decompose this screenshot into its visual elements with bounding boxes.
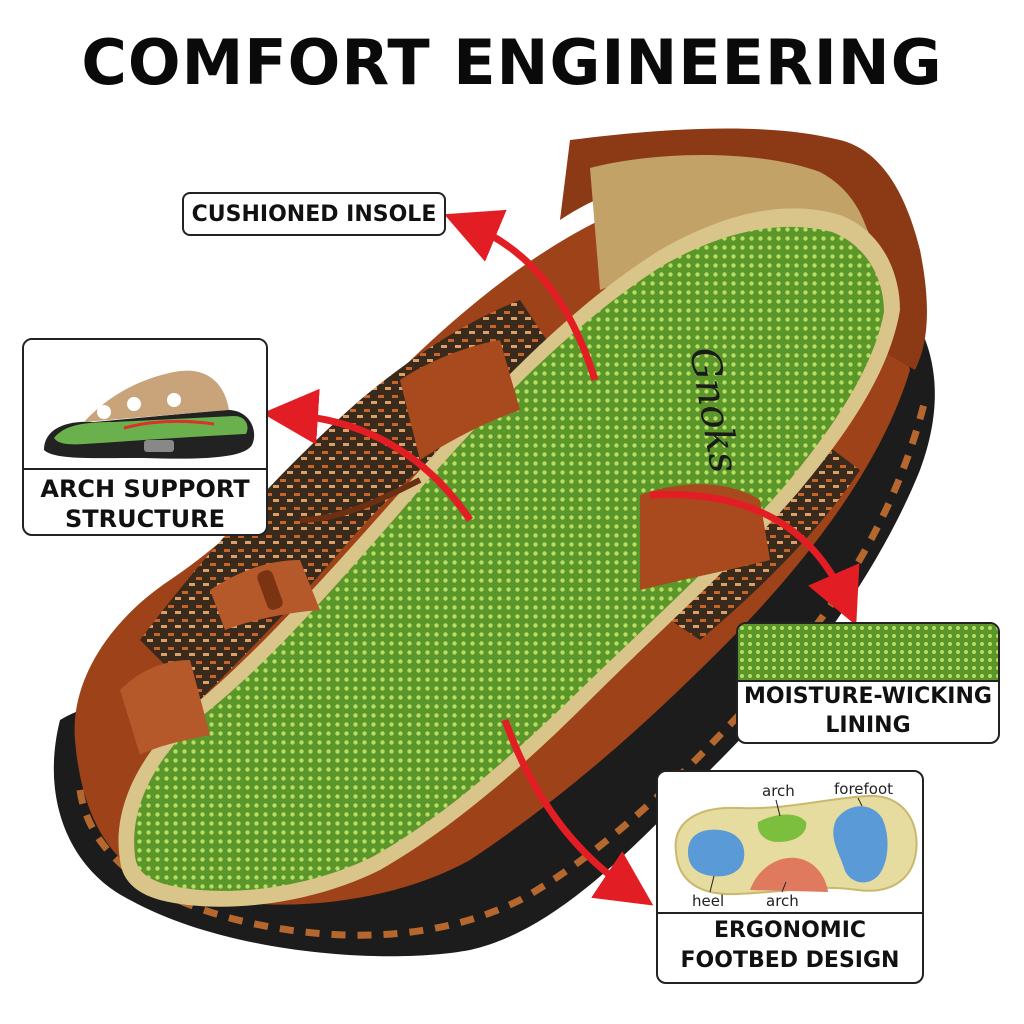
callout-arch-support: ARCH SUPPORT STRUCTURE xyxy=(22,338,268,536)
ergonomic-label-line1: ERGONOMIC xyxy=(713,918,867,943)
ergonomic-label-line2: FOOTBED DESIGN xyxy=(680,948,900,973)
mesh-swatch xyxy=(738,624,998,680)
page-title: COMFORT ENGINEERING xyxy=(81,26,943,99)
moisture-label-line2: LINING xyxy=(825,713,911,738)
callout-cushioned-insole: CUSHIONED INSOLE xyxy=(182,192,446,236)
footbed-label-arch-bottom: arch xyxy=(766,892,799,910)
footbed-label-forefoot: forefoot xyxy=(834,780,893,798)
footbed-label-arch-top: arch xyxy=(762,782,795,800)
callout-ergonomic-footbed: arch forefoot heel arch ERGONOMIC FOOTBE… xyxy=(656,770,924,984)
arch-support-label-line1: ARCH SUPPORT xyxy=(40,475,250,503)
footbed-label-heel: heel xyxy=(692,892,724,910)
callout-moisture-wicking: MOISTURE-WICKING LINING xyxy=(736,622,1000,744)
moisture-label-line1: MOISTURE-WICKING xyxy=(744,684,992,709)
footbed-zone-diagram: arch forefoot heel arch xyxy=(674,780,918,910)
arch-support-label-line2: STRUCTURE xyxy=(65,505,225,533)
arch-support-illustration xyxy=(24,340,266,468)
